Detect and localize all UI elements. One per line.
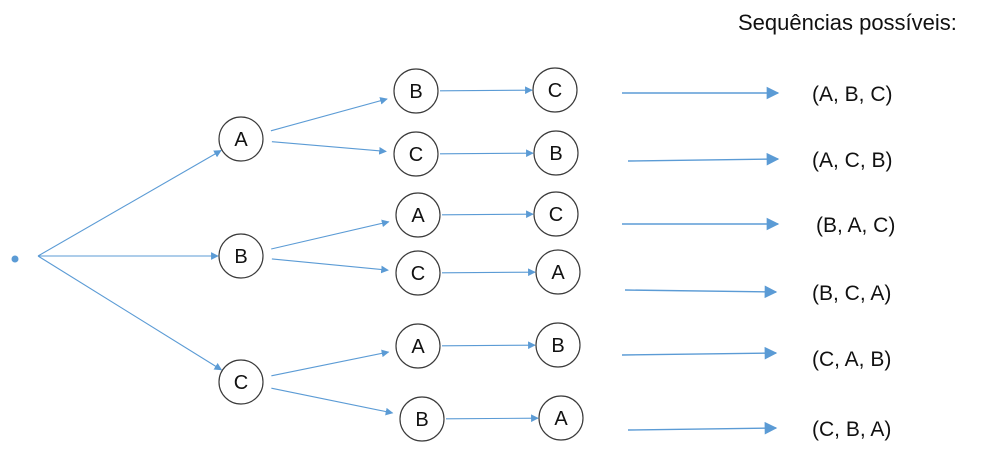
level2-node-1-circle bbox=[393, 131, 439, 177]
level3-node-0-circle bbox=[532, 67, 578, 113]
results-layer: (A, B, C) (A, C, B) (B, A, C) (B, C, A) (C, … bbox=[621, 83, 895, 441]
level2-node-2-circle bbox=[395, 192, 441, 238]
level3-node-1: B bbox=[533, 130, 579, 176]
level3-node-3: A bbox=[535, 249, 581, 295]
edge-l1-to-l2-2 bbox=[271, 219, 390, 250]
level1-node-1-label: B bbox=[234, 246, 247, 268]
level2-node-2-label: A bbox=[411, 205, 425, 227]
level3-node-1-circle bbox=[533, 130, 579, 176]
diagram-title: Sequências possíveis: bbox=[738, 10, 957, 35]
sequence-label-1: (A, C, B) bbox=[812, 149, 893, 172]
edge-l2-to-l3-1 bbox=[439, 149, 534, 158]
level3-node-3-circle bbox=[535, 249, 581, 295]
level3-node-1-label: B bbox=[549, 143, 562, 165]
level2-node-2: A bbox=[395, 192, 441, 238]
level3-node-5-label: A bbox=[554, 408, 568, 430]
edge-l2-to-l3-5 bbox=[445, 414, 539, 423]
edge-l1-to-l2-0 bbox=[270, 97, 388, 132]
result-arrow-5 bbox=[627, 421, 778, 435]
result-arrow-4 bbox=[621, 346, 778, 360]
level2-node-5-label: B bbox=[415, 409, 428, 431]
level1-node-1-circle bbox=[218, 233, 264, 279]
level1-node-0-circle bbox=[218, 116, 264, 162]
edge-l1-to-l2-1 bbox=[271, 141, 387, 155]
level1-node-1: B bbox=[218, 233, 264, 279]
edges-layer bbox=[37, 86, 539, 423]
root-node bbox=[11, 255, 19, 263]
level2-node-0-label: B bbox=[409, 81, 422, 103]
level1-node-2-label: C bbox=[234, 372, 248, 394]
edge-l1-to-l2-3 bbox=[271, 258, 389, 274]
edge-l1-to-l2-4 bbox=[271, 349, 390, 377]
level3-node-0: C bbox=[532, 67, 578, 113]
level3-node-2-label: C bbox=[549, 204, 563, 226]
edge-l2-to-l3-4 bbox=[441, 341, 536, 350]
level2-node-1-label: C bbox=[409, 144, 423, 166]
edge-root-to-l1-2 bbox=[37, 255, 223, 371]
level2-node-0-circle bbox=[393, 68, 439, 114]
sequence-label-0: (A, B, C) bbox=[812, 83, 893, 106]
level3-node-0-label: C bbox=[548, 80, 562, 102]
level3-node-5-circle bbox=[538, 395, 584, 441]
edge-l2-to-l3-0 bbox=[439, 86, 533, 95]
sequence-label-2: (B, A, C) bbox=[816, 214, 895, 237]
level1-node-2: C bbox=[218, 359, 264, 405]
level2-node-4: A bbox=[395, 323, 441, 369]
edge-l2-to-l3-3 bbox=[441, 268, 536, 277]
edge-l1-to-l2-5 bbox=[271, 387, 394, 416]
nodes-layer: A B C B C A C A B C B C A B A bbox=[11, 67, 584, 442]
edge-l2-to-l3-2 bbox=[441, 210, 534, 219]
level2-node-1: C bbox=[393, 131, 439, 177]
sequence-label-5: (C, B, A) bbox=[812, 418, 891, 441]
level1-node-0: A bbox=[218, 116, 264, 162]
level2-node-4-label: A bbox=[411, 336, 425, 358]
level3-node-3-label: A bbox=[551, 262, 565, 284]
level2-node-4-circle bbox=[395, 323, 441, 369]
sequence-label-4: (C, A, B) bbox=[812, 348, 891, 371]
level3-node-2-circle bbox=[533, 191, 579, 237]
level3-node-4: B bbox=[535, 322, 581, 368]
level1-node-0-label: A bbox=[234, 129, 248, 151]
edge-root-to-l1-0 bbox=[37, 150, 222, 257]
sequence-label-3: (B, C, A) bbox=[812, 282, 891, 305]
level2-node-3-circle bbox=[395, 250, 441, 296]
result-arrow-1 bbox=[627, 152, 780, 166]
level2-node-3: C bbox=[395, 250, 441, 296]
level2-node-5-circle bbox=[399, 396, 445, 442]
level3-node-4-circle bbox=[535, 322, 581, 368]
level2-node-0: B bbox=[393, 68, 439, 114]
level1-node-2-circle bbox=[218, 359, 264, 405]
result-arrow-3 bbox=[624, 285, 778, 299]
level3-node-5: A bbox=[538, 395, 584, 441]
level2-node-5: B bbox=[399, 396, 445, 442]
level3-node-4-label: B bbox=[551, 335, 564, 357]
level2-node-3-label: C bbox=[411, 263, 425, 285]
level3-node-2: C bbox=[533, 191, 579, 237]
